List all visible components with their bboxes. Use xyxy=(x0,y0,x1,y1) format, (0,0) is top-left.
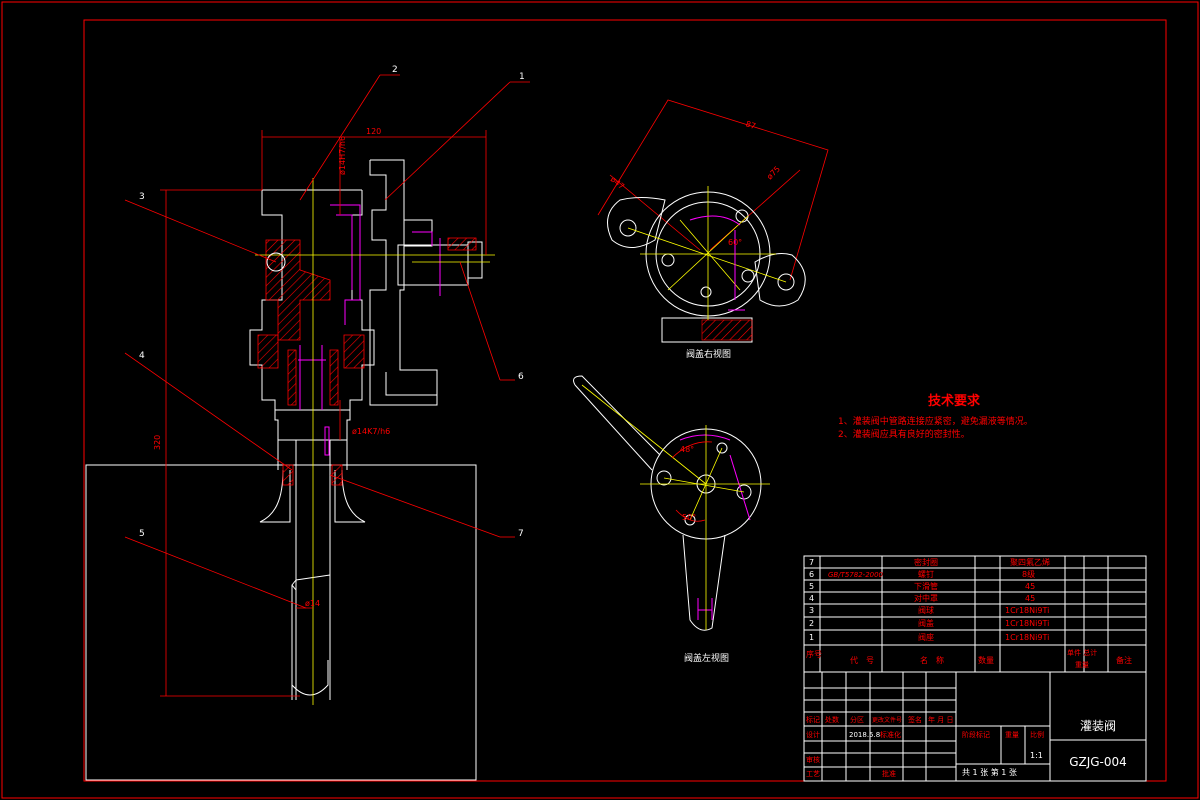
bom-name: 密封圈 xyxy=(914,557,938,567)
right-view-label: 阀盖右视图 xyxy=(686,348,731,360)
dim-width-top: 120 xyxy=(366,127,381,136)
tech-req-item-2: 2、灌装阀应具有良好的密封性。 xyxy=(838,428,970,440)
bom-header-qty: 数量 xyxy=(978,655,994,665)
bom-no: 6 xyxy=(809,570,814,579)
balloon-1: 1 xyxy=(519,72,525,82)
dim-angle-b: 48° xyxy=(680,445,694,454)
bom-material: 45 xyxy=(1025,594,1035,603)
bom-material: 1Cr18Ni9Ti xyxy=(1005,619,1049,628)
bom-row: 4 对中罩 45 xyxy=(809,593,1035,603)
tb-sheets: 共 1 张 第 1 张 xyxy=(962,767,1017,777)
dim-fit-lower: ø14K7/h6 xyxy=(352,427,390,436)
bom-row: 5 下滑管 45 xyxy=(809,581,1035,591)
main-sectional-view xyxy=(85,74,530,781)
tb-count: 处数 xyxy=(825,715,839,724)
tb-process: 工艺 xyxy=(806,770,820,778)
dimension-texts: 120 320 ø14H7/h6 ø14K7/h6 ø14 87 ø47 ø75… xyxy=(153,119,782,608)
tb-drawing-no: GZJG-004 xyxy=(1069,755,1127,769)
bom-no: 5 xyxy=(809,582,814,591)
tech-req-item-1: 1、灌装阀中管路连接应紧密，避免漏液等情况。 xyxy=(838,415,1033,427)
tb-scale-value: 1:1 xyxy=(1030,751,1043,760)
bom-name: 阀座 xyxy=(918,632,934,642)
dim-right-view-d2: ø75 xyxy=(765,164,782,181)
bom-no: 7 xyxy=(809,558,814,567)
tb-weight: 重量 xyxy=(1005,731,1019,739)
dim-fit-upper: ø14H7/h6 xyxy=(338,136,347,175)
bom-material: 8级 xyxy=(1022,569,1035,579)
tb-approve: 批准 xyxy=(882,769,896,778)
bom-header-weight: 重量 xyxy=(1075,661,1089,669)
balloon-7: 7 xyxy=(518,529,524,539)
bom-header-unit-total: 单件 总计 xyxy=(1067,648,1097,657)
bom-name: 对中罩 xyxy=(914,593,938,603)
bom-header-no: 序号 xyxy=(806,649,822,659)
dim-height-left: 320 xyxy=(153,435,162,450)
bom-no: 4 xyxy=(809,594,814,603)
bom-header: 序号 代 号 名 称 数量 单件 总计 重量 备注 xyxy=(806,648,1132,669)
tb-scale: 比例 xyxy=(1030,730,1044,739)
bom-no: 1 xyxy=(809,633,814,642)
tb-change-doc: 更改文件号 xyxy=(872,716,902,724)
tech-requirements: 技术要求 1、灌装阀中管路连接应紧密，避免漏液等情况。 2、灌装阀应具有良好的密… xyxy=(838,393,1033,440)
bom-material: 聚四氟乙烯 xyxy=(1010,557,1050,567)
tb-mark: 标记 xyxy=(806,715,820,724)
bom-no: 3 xyxy=(809,606,814,615)
left-view xyxy=(573,375,770,631)
tb-zone: 分区 xyxy=(850,715,864,724)
dim-shaft-dia: ø14 xyxy=(305,599,320,608)
bom-row: 1 阀座 1Cr18Ni9Ti xyxy=(809,632,1049,642)
bom-row: 2 阀盖 1Cr18Ni9Ti xyxy=(809,618,1049,628)
bom-name: 螺钉 xyxy=(918,569,934,579)
bom-name: 阀球 xyxy=(918,605,934,615)
bom-header-remark: 备注 xyxy=(1116,655,1132,665)
bom-row: 7 密封圈 聚四氟乙烯 xyxy=(809,557,1050,567)
tb-date: 年 月 日 xyxy=(928,715,953,724)
left-view-label: 阀盖左视图 xyxy=(684,652,729,664)
balloon-6: 6 xyxy=(518,372,524,382)
bom-name: 阀盖 xyxy=(918,618,934,628)
right-view xyxy=(597,99,829,343)
dim-right-view-d1: ø47 xyxy=(609,175,626,192)
title-block: 标记 处数 分区 更改文件号 签名 年 月 日 设计 2018.5.8 标准化 … xyxy=(806,715,1127,778)
balloon-5: 5 xyxy=(139,529,145,539)
dim-angle-a: 60° xyxy=(728,238,742,247)
bom-no: 2 xyxy=(809,619,814,628)
balloon-numbers: 1 2 3 4 5 6 7 xyxy=(139,65,525,539)
bom-header-code: 代 号 xyxy=(850,655,874,665)
bom-material: 45 xyxy=(1025,582,1035,591)
dim-angle-c: 50° xyxy=(682,513,696,522)
bom-material: 1Cr18Ni9Ti xyxy=(1005,606,1049,615)
tb-design-date: 2018.5.8 xyxy=(849,731,880,739)
tb-review: 审核 xyxy=(806,755,820,764)
tb-drawing-name: 灌装阀 xyxy=(1080,719,1116,733)
balloon-3: 3 xyxy=(139,192,145,202)
balloon-2: 2 xyxy=(392,65,398,75)
tb-sign: 签名 xyxy=(908,715,922,724)
tb-design: 设计 xyxy=(806,730,820,739)
bom-header-name: 名 称 xyxy=(920,655,944,665)
bom-name: 下滑管 xyxy=(914,581,938,591)
bom-code: GB/T5782-2000 xyxy=(828,571,884,579)
balloon-4: 4 xyxy=(139,351,145,361)
bom-row: 6 GB/T5782-2000 螺钉 8级 xyxy=(809,569,1035,579)
title-block-grid xyxy=(803,555,1147,782)
bom-table: 7 密封圈 聚四氟乙烯 6 GB/T5782-2000 螺钉 8级 5 下滑管 … xyxy=(806,557,1132,669)
bom-material: 1Cr18Ni9Ti xyxy=(1005,633,1049,642)
dim-right-view-len: 87 xyxy=(744,119,756,131)
tech-req-title: 技术要求 xyxy=(928,393,981,409)
bom-row: 3 阀球 1Cr18Ni9Ti xyxy=(809,605,1049,615)
tb-stage-mark: 阶段标记 xyxy=(962,730,990,739)
tb-standard: 标准化 xyxy=(880,730,901,739)
